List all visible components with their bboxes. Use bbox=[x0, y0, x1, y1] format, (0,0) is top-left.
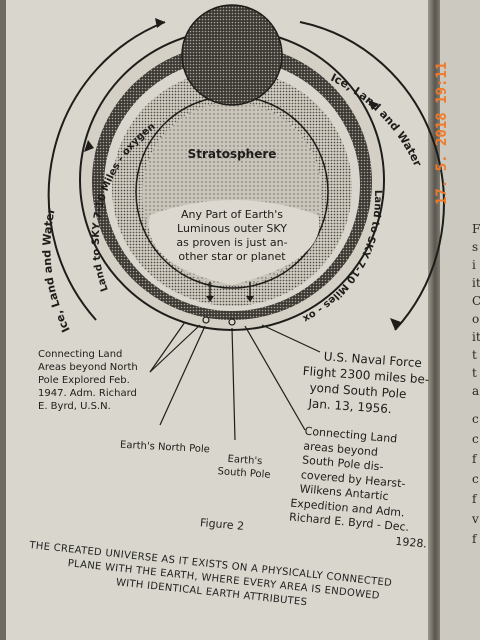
arrowhead bbox=[155, 18, 165, 28]
photo-timestamp: 17. 5. 2018 19:11 bbox=[434, 62, 450, 205]
facing-letter: it bbox=[472, 276, 480, 290]
facing-letter: o bbox=[472, 312, 480, 326]
label-line: Connecting Land bbox=[38, 349, 123, 360]
arrowhead bbox=[246, 296, 254, 302]
facing-letter: c bbox=[472, 432, 479, 446]
center-text-line: as proven is just an- bbox=[176, 236, 287, 249]
pointer-north-pole bbox=[159, 325, 206, 426]
facing-letter: f bbox=[472, 452, 477, 466]
arrowhead bbox=[368, 100, 379, 110]
facing-letter: it bbox=[472, 330, 480, 344]
arrowhead bbox=[206, 296, 214, 302]
center-text-line: Luminous outer SKY bbox=[177, 222, 287, 235]
luminous-sky-area bbox=[149, 200, 320, 285]
label-line: Areas beyond North bbox=[38, 362, 138, 373]
label-line: 1947. Adm. Richard bbox=[38, 388, 137, 399]
pointer-south-connect bbox=[244, 325, 306, 431]
facing-letter: C bbox=[472, 294, 480, 308]
facing-letter: f bbox=[472, 532, 477, 546]
facing-letter: F bbox=[472, 222, 480, 236]
facing-letter: s bbox=[472, 240, 479, 254]
svg-text:Ice, Land and Water: Ice, Land and Water bbox=[40, 206, 72, 334]
facing-letter: c bbox=[472, 412, 479, 426]
label-navy-flight: U.S. Naval Force Flight 2300 miles be- y… bbox=[302, 348, 431, 419]
south-pole-marker bbox=[228, 318, 236, 326]
center-text-line: Any Part of Earth's bbox=[181, 208, 283, 221]
label-south-pole: Earth's South Pole bbox=[217, 452, 272, 482]
flow-arrow-left bbox=[47, 21, 166, 321]
arrowhead bbox=[390, 318, 401, 330]
star-planet bbox=[181, 4, 283, 106]
label-north-connect: Connecting Land Areas beyond North Pole … bbox=[38, 348, 138, 413]
facing-letter: i bbox=[472, 258, 476, 272]
pointer-north-connect bbox=[149, 321, 186, 373]
pointer-navy bbox=[261, 324, 321, 353]
ring-left-outer-text: Ice, Land and Water bbox=[40, 206, 72, 334]
center-text-line: other star or planet bbox=[178, 250, 286, 263]
arrowhead bbox=[84, 140, 94, 152]
label-line: Pole Explored Feb. bbox=[38, 375, 130, 386]
facing-letter: t bbox=[472, 366, 477, 380]
facing-letter: f bbox=[472, 492, 477, 506]
stratosphere-label: Stratosphere bbox=[188, 147, 277, 161]
label-line: 1928. bbox=[394, 534, 428, 551]
facing-letter: a bbox=[472, 384, 480, 398]
north-pole-marker bbox=[202, 316, 210, 324]
facing-page bbox=[440, 0, 480, 640]
pointer-north-connect bbox=[149, 324, 201, 373]
label-line: E. Byrd, U.S.N. bbox=[38, 401, 111, 412]
facing-letter: c bbox=[472, 472, 479, 486]
pointer-south-pole bbox=[231, 327, 236, 441]
flow-arrow-right bbox=[299, 21, 445, 331]
label-south-connect: Connecting Land areas beyond South Pole … bbox=[289, 424, 436, 551]
facing-letter: v bbox=[472, 512, 479, 526]
facing-letter: t bbox=[472, 348, 477, 362]
